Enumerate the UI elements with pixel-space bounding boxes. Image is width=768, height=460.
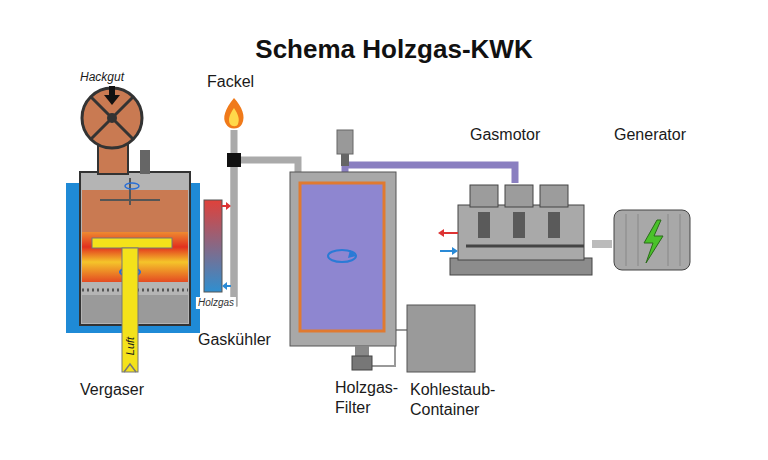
- cooler-node: Gaskühler: [204, 200, 222, 292]
- component-label: Fackel: [207, 72, 254, 92]
- gasifier-node: Vergaser: [66, 80, 200, 375]
- gas-cooler-part: [222, 282, 227, 290]
- gas-engine-part: [444, 232, 458, 234]
- gasifier-vessel-part: [82, 190, 188, 232]
- drive-shaft: [592, 240, 612, 248]
- gas-engine-part: [458, 205, 584, 260]
- chip-feeder-part: [82, 88, 142, 148]
- gas-filter: [290, 130, 396, 370]
- flare-node: Fackel: [222, 98, 246, 130]
- air-pipe: [92, 238, 172, 372]
- gas-cooler-part: [226, 202, 231, 210]
- gasifier-vessel-part: [100, 199, 160, 201]
- gas-engine-part: [470, 185, 498, 207]
- generator-housing-part: [638, 214, 639, 266]
- component-label: Gaskühler: [198, 330, 271, 350]
- generator-housing-part: [680, 214, 681, 266]
- gas-filter-part: [352, 356, 372, 370]
- generator-housing-part: [626, 214, 627, 266]
- flare-part: [224, 98, 243, 129]
- gas-filter-part: [355, 346, 369, 356]
- gas-filter-part: [328, 250, 356, 262]
- gas-engine-part: [505, 185, 533, 207]
- flare-part: [227, 153, 241, 167]
- air-pipe-part: [92, 238, 172, 248]
- air-pipe-part: [122, 248, 138, 372]
- gas-engine-part: [513, 212, 525, 238]
- air-pipe-part: [124, 364, 136, 372]
- component-label: Vergaser: [80, 380, 144, 400]
- generator-housing: [614, 210, 690, 270]
- diagram-title: Schema Holzgas-KWK: [10, 34, 768, 65]
- component-label: Holzgas- Filter: [335, 378, 398, 418]
- gas-pipe: [200, 160, 298, 303]
- component-label: Generator: [614, 125, 686, 145]
- generator-node: Generator: [612, 208, 692, 272]
- gas-cooler-part: [222, 205, 226, 207]
- gas-filter-part: [290, 172, 396, 346]
- chip-feeder: [82, 86, 142, 174]
- gas-engine: [438, 185, 592, 275]
- container-node: Kohlestaub- Container: [407, 305, 475, 372]
- gas-engine-part: [548, 212, 560, 238]
- component-label: Kohlestaub- Container: [410, 380, 495, 420]
- chip-feeder-part: [109, 86, 115, 95]
- gas-cooler: [204, 200, 231, 292]
- gas-filter-part: [341, 154, 349, 166]
- gas-engine-part: [440, 250, 452, 252]
- air-label: Luft: [124, 337, 136, 355]
- generator-housing-part: [644, 220, 663, 263]
- gas-filter-part: [337, 130, 353, 154]
- flare-part: [229, 108, 239, 126]
- gasifier-vessel-part: [125, 183, 139, 189]
- gas-engine-part: [452, 247, 458, 255]
- gas-filter-part: [300, 183, 384, 331]
- gas-filter-part: [348, 250, 356, 258]
- gas-cooler-part: [204, 200, 222, 292]
- filter-node: Holzgas- Filter: [290, 172, 396, 346]
- flow-label: Holzgas: [196, 297, 236, 309]
- engine-node: Gasmotor: [450, 183, 592, 278]
- generator-housing-part: [668, 214, 669, 266]
- gas-engine-part: [438, 229, 444, 237]
- chip-feeder-part: [107, 113, 117, 123]
- gasifier-vessel-part: [140, 150, 150, 174]
- generator-housing-part: [614, 210, 690, 270]
- gas-engine-part: [478, 212, 490, 238]
- component-label: Gasmotor: [470, 125, 540, 145]
- gas-cooler-part: [227, 285, 231, 287]
- dust-container: [407, 305, 475, 372]
- flare: [224, 98, 243, 167]
- chip-feeder-part: [104, 95, 120, 105]
- gas-engine-part: [466, 245, 584, 248]
- dust-container-part: [407, 305, 475, 372]
- input-label: Hackgut: [80, 70, 124, 84]
- gas-engine-part: [450, 258, 592, 275]
- gas-engine-part: [540, 185, 568, 207]
